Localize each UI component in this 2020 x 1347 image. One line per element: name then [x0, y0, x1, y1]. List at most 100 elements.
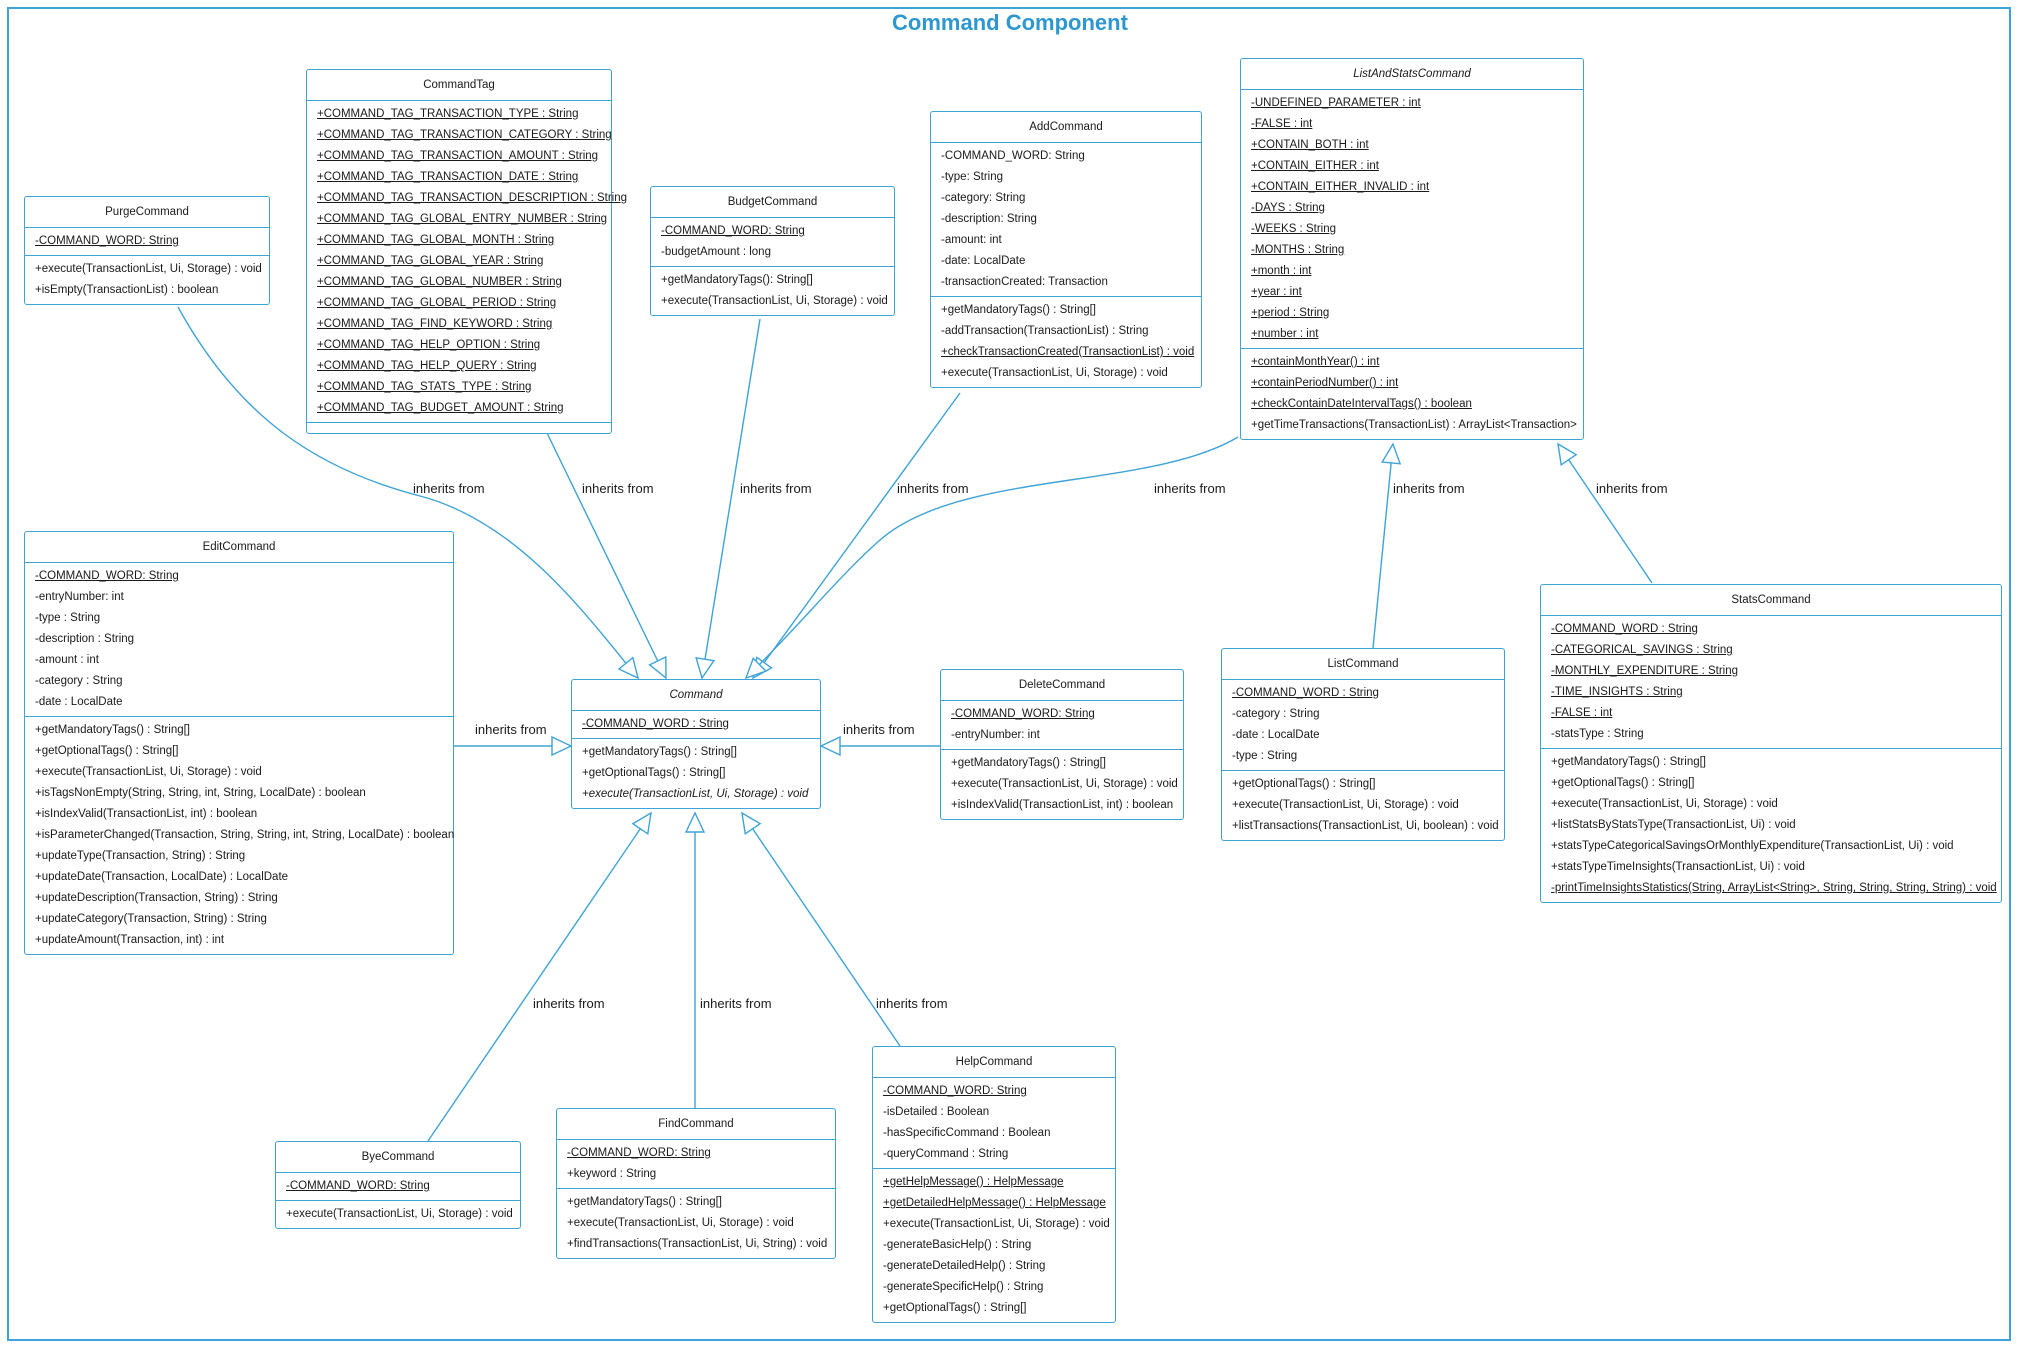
class-method: +execute(TransactionList, Ui, Storage) :…	[1232, 799, 1459, 811]
class-method: -generateBasicHelp() : String	[883, 1239, 1032, 1251]
class-method: +checkTransactionCreated(TransactionList…	[941, 346, 1195, 358]
class-field: +COMMAND_TAG_TRANSACTION_DESCRIPTION : S…	[317, 192, 628, 204]
methods-compartment: +containMonthYear() : int+containPeriodN…	[1241, 348, 1583, 439]
class-method: +getMandatoryTags() : String[]	[35, 724, 191, 736]
class-method: +getMandatoryTags() : String[]	[567, 1196, 723, 1208]
class-stats-command: StatsCommand-COMMAND_WORD : String-CATEG…	[1540, 584, 2002, 903]
inheritance-edge-listcommand-to-listandstatscommand	[1372, 444, 1393, 649]
class-field: -entryNumber: int	[951, 729, 1040, 741]
inheritance-edge-helpcommand-to-command	[742, 813, 901, 1047]
class-field: -type : String	[35, 612, 101, 624]
fields-compartment: -COMMAND_WORD: String	[276, 1173, 520, 1200]
class-field: +number : int	[1251, 328, 1319, 340]
edge-label: inherits from	[1154, 481, 1226, 496]
class-field: -COMMAND_WORD : String	[582, 718, 729, 730]
class-field: -COMMAND_WORD : String	[1551, 623, 1698, 635]
class-method: +getMandatoryTags() : String[]	[951, 757, 1107, 769]
inheritance-edge-listandstatscommand-to-command	[746, 436, 1239, 678]
class-method: +execute(TransactionList, Ui, Storage) :…	[35, 766, 262, 778]
class-method: +getMandatoryTags(): String[]	[661, 274, 813, 286]
class-command-tag: CommandTag+COMMAND_TAG_TRANSACTION_TYPE …	[306, 69, 628, 434]
class-field: -WEEKS : String	[1251, 223, 1336, 235]
class-field: -date: LocalDate	[941, 255, 1026, 267]
class-field: +COMMAND_TAG_GLOBAL_ENTRY_NUMBER : Strin…	[317, 213, 608, 225]
class-field: +COMMAND_TAG_GLOBAL_NUMBER : String	[317, 276, 562, 288]
fields-compartment: -COMMAND_WORD: String+keyword : String	[557, 1140, 835, 1188]
methods-compartment: +getHelpMessage() : HelpMessage+getDetai…	[873, 1168, 1115, 1322]
class-method: +isIndexValid(TransactionList, int) : bo…	[951, 799, 1174, 811]
class-field: +CONTAIN_EITHER : int	[1251, 160, 1379, 172]
class-method: +getDetailedHelpMessage() : HelpMessage	[883, 1197, 1106, 1209]
methods-compartment: +getMandatoryTags() : String[]+getOption…	[1541, 748, 2001, 902]
class-field: -MONTHS : String	[1251, 244, 1345, 256]
class-bye-command: ByeCommand -COMMAND_WORD: String +execute(…	[275, 1141, 521, 1229]
class-method: +statsTypeTimeInsights(TransactionList, …	[1551, 861, 1805, 873]
class-method: +execute(TransactionList, Ui, Storage) :…	[286, 1208, 513, 1220]
class-name: ListAndStatsCommand	[1241, 59, 1583, 90]
class-method: -addTransaction(TransactionList) : Strin…	[941, 325, 1149, 337]
class-field: -entryNumber: int	[35, 591, 124, 603]
fields-compartment: -COMMAND_WORD: String-isDetailed : Boole…	[873, 1078, 1115, 1168]
class-field: +COMMAND_TAG_BUDGET_AMOUNT : String	[317, 402, 564, 414]
class-method: -generateSpecificHelp() : String	[883, 1281, 1044, 1293]
class-field: -COMMAND_WORD : String	[1232, 687, 1379, 699]
inheritance-edge-addcommand-to-command	[753, 392, 961, 678]
class-field: +period : String	[1251, 307, 1330, 319]
class-method: +getOptionalTags() : String[]	[35, 745, 179, 757]
class-method: +execute(TransactionList, Ui, Storage) :…	[1551, 798, 1778, 810]
class-method: +isEmpty(TransactionList) : boolean	[35, 284, 219, 296]
class-field: +COMMAND_TAG_TRANSACTION_DATE : String	[317, 171, 579, 183]
class-field: -COMMAND_WORD: String	[286, 1180, 430, 1192]
class-name: AddCommand	[931, 112, 1201, 143]
class-method: +containPeriodNumber() : int	[1251, 377, 1399, 389]
fields-compartment: -COMMAND_WORD: String-entryNumber: int-t…	[25, 563, 453, 716]
class-budget-command: BudgetCommand-COMMAND_WORD: String-budge…	[650, 186, 895, 316]
class-field: -date : LocalDate	[35, 696, 123, 708]
methods-compartment: +getMandatoryTags() : String[]+execute(T…	[941, 749, 1183, 819]
class-method: +execute(TransactionList, Ui, Storage) :…	[661, 295, 888, 307]
class-field: -CATEGORICAL_SAVINGS : String	[1551, 644, 1733, 656]
class-field: -COMMAND_WORD: String	[941, 150, 1085, 162]
class-field: -TIME_INSIGHTS : String	[1551, 686, 1683, 698]
edge-label: inherits from	[897, 481, 969, 496]
inheritance-edge-purgecommand-to-command	[177, 306, 638, 678]
edge-label: inherits from	[582, 481, 654, 496]
class-field: +COMMAND_TAG_GLOBAL_MONTH : String	[317, 234, 555, 246]
methods-compartment: +getOptionalTags() : String[]+execute(Tr…	[1222, 770, 1504, 840]
class-field: +COMMAND_TAG_TRANSACTION_AMOUNT : String	[317, 150, 599, 162]
class-field: -category : String	[35, 675, 123, 687]
class-method: +getTimeTransactions(TransactionList) : …	[1251, 419, 1577, 431]
class-method: +updateDescription(Transaction, String) …	[35, 892, 278, 904]
edge-label: inherits from	[1393, 481, 1465, 496]
class-list-command: ListCommand -COMMAND_WORD : String -catego…	[1221, 648, 1505, 841]
class-method: +findTransactions(TransactionList, Ui, S…	[567, 1238, 828, 1250]
class-method: +updateDate(Transaction, LocalDate) : Lo…	[35, 871, 289, 883]
fields-compartment: +COMMAND_TAG_TRANSACTION_TYPE : String +C…	[307, 101, 628, 422]
class-method: -printTimeInsightsStatistics(String, Arr…	[1551, 882, 1997, 894]
class-help-command: HelpCommand-COMMAND_WORD: String-isDetai…	[872, 1046, 1116, 1323]
class-method: +getOptionalTags() : String[]	[883, 1302, 1027, 1314]
class-name: ListCommand	[1222, 649, 1504, 680]
class-field: -queryCommand : String	[883, 1148, 1009, 1160]
class-name: ByeCommand	[276, 1142, 520, 1173]
class-field: +COMMAND_TAG_TRANSACTION_TYPE : String	[317, 108, 579, 120]
class-method: +getMandatoryTags() : String[]	[1551, 756, 1707, 768]
inheritance-edge-budgetcommand-to-command	[702, 318, 761, 678]
class-field: +COMMAND_TAG_FIND_KEYWORD : String	[317, 318, 553, 330]
class-method: +listTransactions(TransactionList, Ui, b…	[1232, 820, 1499, 832]
class-field: -description : String	[35, 633, 135, 645]
class-name: DeleteCommand	[941, 670, 1183, 701]
methods-compartment: +getMandatoryTags() : String[]-addTransa…	[931, 296, 1201, 387]
class-field: -category : String	[1232, 708, 1320, 720]
class-name: BudgetCommand	[651, 187, 894, 218]
fields-compartment: -COMMAND_WORD : String -category : String…	[1222, 680, 1504, 770]
class-field: -description: String	[941, 213, 1037, 225]
class-edit-command: EditCommand-COMMAND_WORD: String-entryNu…	[24, 531, 454, 955]
edge-label: inherits from	[843, 722, 915, 737]
class-command: Command-COMMAND_WORD : String+getMandato…	[571, 679, 821, 809]
class-list-and-stats-command: ListAndStatsCommand-UNDEFINED_PARAMETER …	[1240, 58, 1584, 440]
class-purge-command: PurgeCommand-COMMAND_WORD: String+execut…	[24, 196, 270, 305]
class-field: +COMMAND_TAG_HELP_OPTION : String	[317, 339, 541, 351]
methods-compartment: +getMandatoryTags() : String[]+getOption…	[572, 738, 820, 808]
